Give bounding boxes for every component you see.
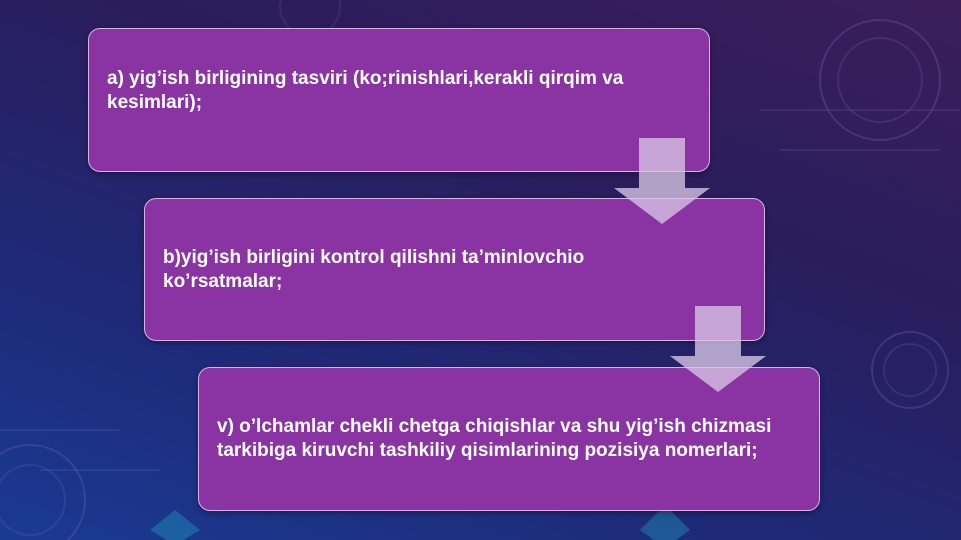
- step-text-v: v) o’lchamlar chekli chetga chiqishlar v…: [217, 416, 772, 461]
- step-text-a: a) yig’ish birligining tasviri (ko;rinis…: [107, 68, 624, 113]
- bg-ring-bottom-left: [0, 444, 86, 540]
- bg-diamond-shape: [150, 510, 200, 540]
- step-box-v: v) o’lchamlar chekli chetga chiqishlar v…: [198, 367, 820, 511]
- step-text-b: b)yig’ish birligini kontrol qilishni ta’…: [163, 246, 585, 292]
- step-box-b: b)yig’ish birligini kontrol qilishni ta’…: [144, 198, 765, 341]
- bg-ring-bottom-right: [871, 331, 949, 409]
- bg-ring-top-right: [819, 19, 941, 141]
- step-box-a: a) yig’ish birligining tasviri (ko;rinis…: [88, 28, 710, 172]
